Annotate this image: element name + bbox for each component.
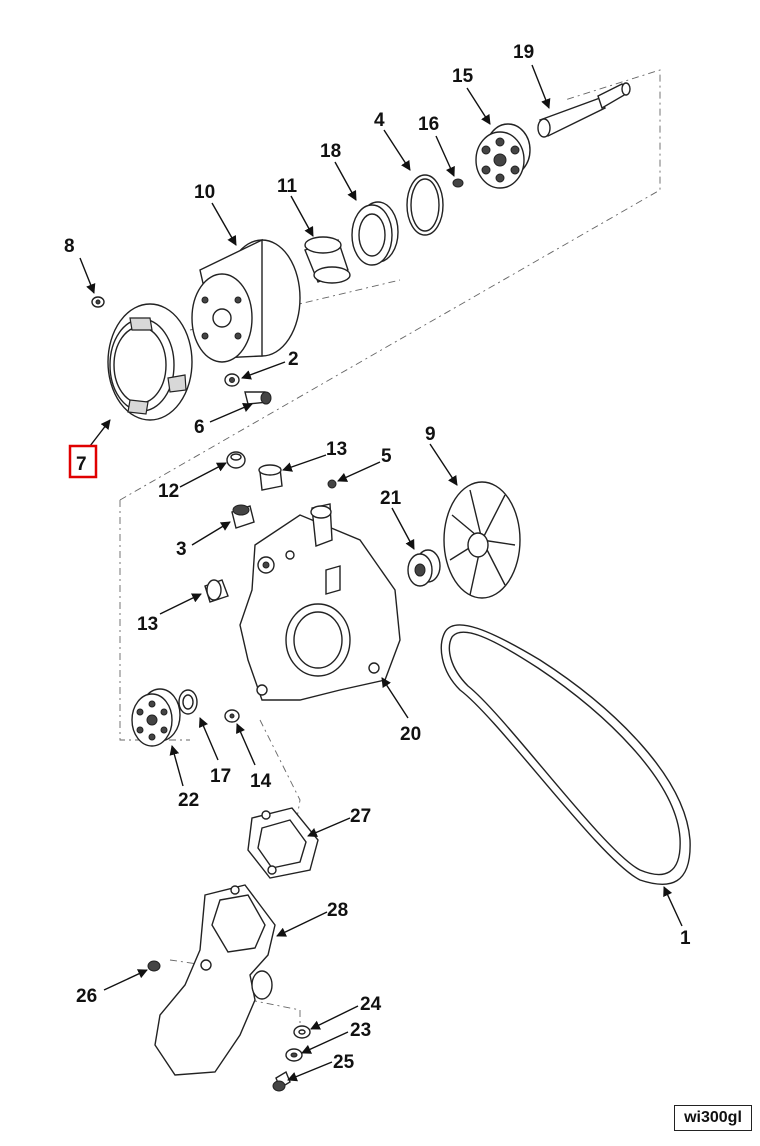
part-6-bolt — [244, 391, 272, 405]
callout-13-upper: 13 — [326, 439, 347, 460]
callout-labels: 19 15 16 4 18 11 10 8 2 6 7 13 5 9 12 21… — [64, 42, 691, 1073]
part-7-flange — [107, 303, 193, 421]
callout-8: 8 — [64, 236, 75, 257]
part-24-washer — [293, 1025, 311, 1039]
part-21-bushing — [407, 549, 441, 587]
part-13-plug-lower — [204, 579, 229, 603]
part-3-plug — [231, 504, 255, 529]
callout-4: 4 — [374, 110, 385, 131]
callout-22: 22 — [178, 790, 199, 811]
callout-27: 27 — [350, 806, 371, 827]
part-2-washer — [224, 373, 240, 387]
part-18-seal — [351, 201, 399, 266]
part-20-pump-housing — [239, 503, 401, 701]
part-15-bearing — [475, 123, 531, 189]
callout-26: 26 — [76, 986, 97, 1007]
callout-14: 14 — [250, 771, 272, 792]
callout-7: 7 — [76, 454, 87, 475]
callout-20: 20 — [400, 724, 421, 745]
part-17-seal — [178, 689, 198, 715]
callout-9: 9 — [425, 424, 436, 445]
part-25-bolt — [272, 1070, 291, 1092]
callout-2: 2 — [288, 349, 299, 370]
callout-17: 17 — [210, 766, 231, 787]
part-23-lockwasher — [285, 1048, 303, 1062]
callout-13-lower: 13 — [137, 614, 158, 635]
part-9-impeller — [443, 481, 521, 599]
part-28-outlet-elbow — [154, 884, 276, 1076]
callout-10: 10 — [194, 182, 215, 203]
callout-18: 18 — [320, 141, 341, 162]
callout-25: 25 — [333, 1052, 355, 1073]
part-8-nut — [91, 296, 105, 308]
callout-23: 23 — [350, 1020, 371, 1041]
part-12-nut — [226, 451, 246, 469]
callout-7-highlight-box — [68, 444, 98, 479]
callout-24: 24 — [360, 994, 382, 1015]
callout-19: 19 — [513, 42, 534, 63]
leader-arrows — [79, 64, 683, 1082]
callout-11: 11 — [277, 176, 298, 197]
part-1-belt — [440, 624, 691, 885]
part-19-shaft — [537, 82, 631, 138]
part-10-pulley — [191, 238, 301, 363]
callout-6: 6 — [194, 417, 205, 438]
callout-1: 1 — [680, 928, 691, 949]
part-4-snap-ring — [406, 174, 444, 236]
callout-28: 28 — [327, 900, 348, 921]
part-14-nut — [224, 709, 240, 723]
part-5-screw — [327, 479, 337, 489]
part-16-screw — [452, 178, 464, 188]
part-13-plug-upper — [258, 464, 283, 491]
callout-16: 16 — [418, 114, 439, 135]
callout-12: 12 — [158, 481, 179, 502]
part-27-gasket — [247, 807, 319, 879]
callout-21: 21 — [380, 488, 402, 509]
part-26-nut — [147, 960, 161, 972]
part-22-bearing — [131, 688, 181, 747]
diagram-reference-code: wi300gl — [674, 1105, 752, 1131]
callout-3: 3 — [176, 539, 187, 560]
callout-5: 5 — [381, 446, 392, 467]
part-11-sleeve — [304, 236, 351, 284]
callout-15: 15 — [452, 66, 474, 87]
